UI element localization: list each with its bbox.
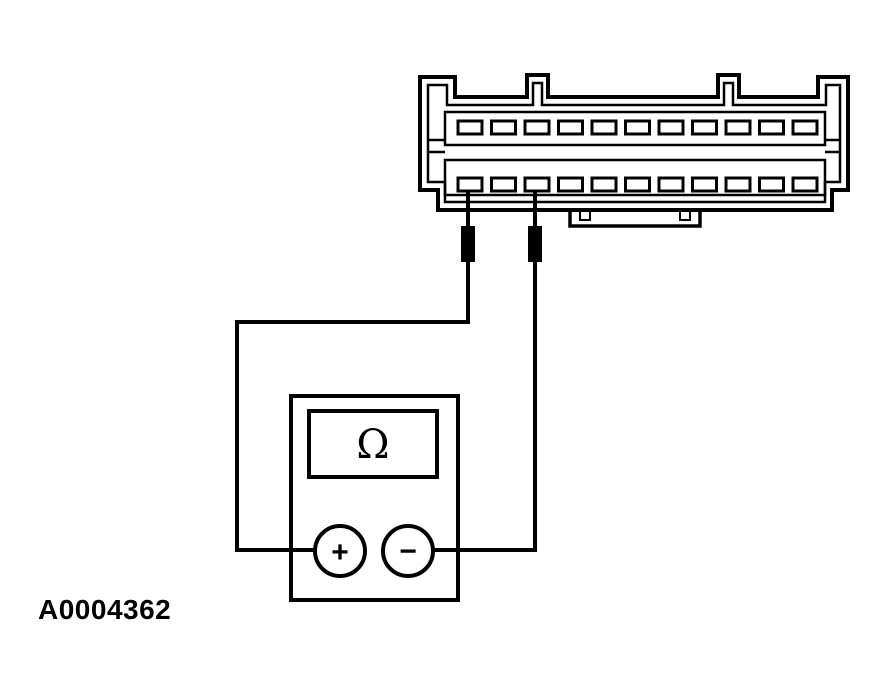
lead-negative	[432, 262, 537, 552]
upper-cavity-6	[624, 119, 651, 136]
connector-key-tab-inner	[579, 210, 691, 221]
probe-right	[528, 192, 542, 262]
multimeter-body	[289, 394, 460, 602]
lower-cavity-3	[523, 176, 551, 193]
multimeter-display	[307, 409, 439, 479]
multimeter: Ω + −	[289, 394, 460, 602]
connector-key-tab	[568, 210, 702, 228]
lower-cavity-7	[657, 176, 685, 193]
connector-upper-row-housing	[443, 110, 827, 147]
upper-cavity-11	[791, 119, 819, 136]
connector-lower-cavities	[456, 176, 819, 193]
upper-cavity-5	[590, 119, 618, 136]
lower-cavity-8	[691, 176, 718, 193]
connector-row-divider	[428, 138, 840, 154]
upper-cavity-4	[557, 119, 584, 136]
upper-cavity-10	[758, 119, 785, 136]
negative-terminal	[381, 524, 435, 578]
lower-cavity-5	[590, 176, 618, 193]
negative-terminal-symbol: −	[399, 535, 417, 568]
lower-cavity-9	[724, 176, 752, 193]
lower-cavity-2	[490, 176, 517, 193]
upper-cavity-9	[724, 119, 752, 136]
lower-cavity-6	[624, 176, 651, 193]
lead-positive	[235, 262, 470, 552]
upper-cavity-7	[657, 119, 685, 136]
figure-reference-label: A0004362	[38, 594, 172, 625]
probe-left-body	[461, 226, 475, 262]
positive-terminal-symbol: +	[331, 536, 349, 569]
connector-inner-outline	[426, 81, 842, 204]
upper-cavity-2	[490, 119, 517, 136]
upper-cavity-8	[691, 119, 718, 136]
lower-cavity-1	[456, 176, 484, 193]
ohm-symbol: Ω	[356, 422, 389, 468]
lower-cavity-4	[557, 176, 584, 193]
positive-terminal	[313, 524, 367, 578]
connector-upper-cavities	[456, 119, 819, 136]
probe-right-body	[528, 226, 542, 262]
lower-cavity-11	[791, 176, 819, 193]
probe-left	[461, 192, 475, 262]
connector	[418, 73, 850, 228]
upper-cavity-3	[523, 119, 551, 136]
lower-cavity-10	[758, 176, 785, 193]
connector-lower-row-housing	[443, 158, 827, 197]
upper-cavity-1	[456, 119, 484, 136]
